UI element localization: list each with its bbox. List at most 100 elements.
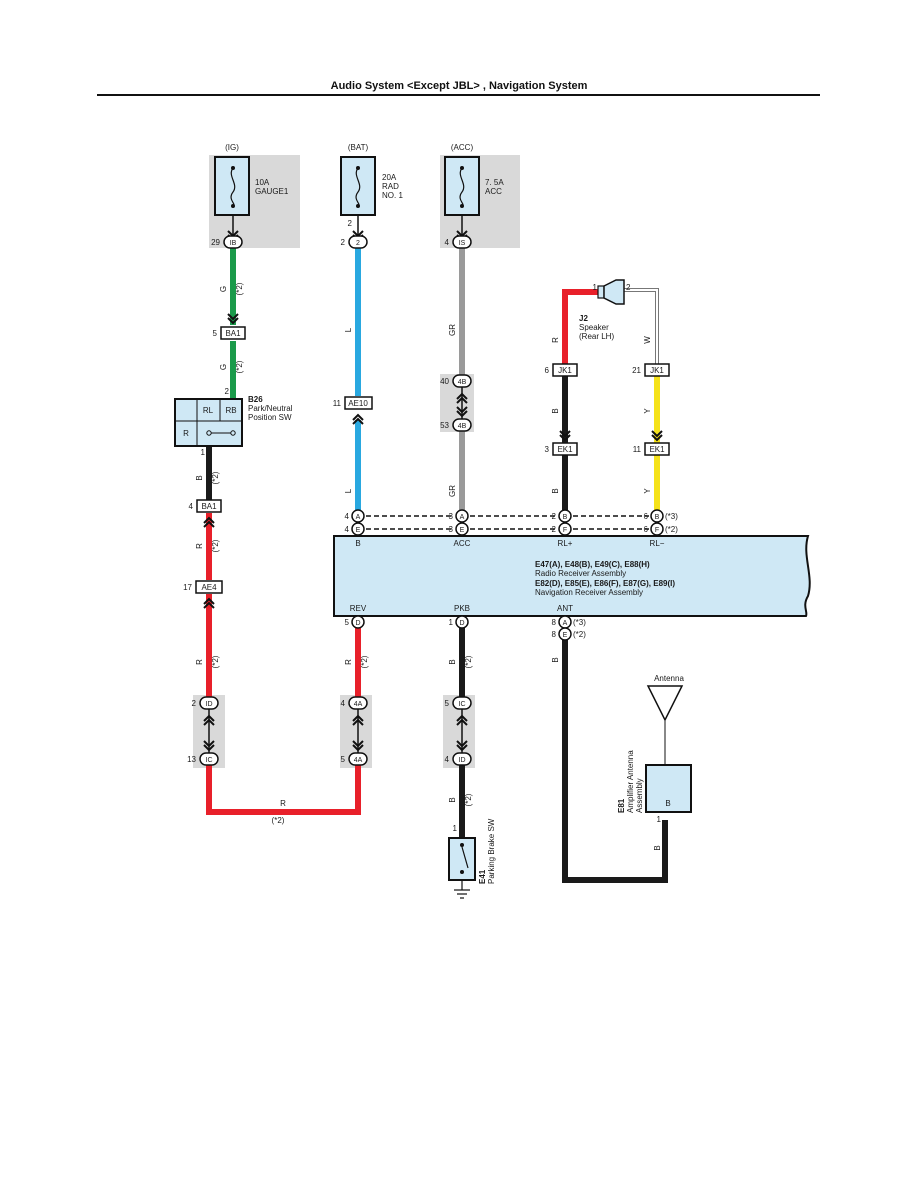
fuse-ig-name: GAUGE1: [255, 187, 289, 196]
svg-text:6: 6: [644, 512, 649, 521]
wire-note-r2: (*2): [211, 655, 220, 668]
svg-text:PKB: PKB: [454, 604, 470, 613]
wire-label-w: W: [643, 336, 652, 344]
wire-label-r1: R: [195, 543, 204, 549]
svg-text:Navigation Receiver Assembly: Navigation Receiver Assembly: [535, 588, 643, 597]
svg-text:4B: 4B: [458, 379, 467, 386]
source-bat: (BAT): [348, 143, 369, 152]
svg-text:1: 1: [657, 815, 662, 824]
svg-text:Antenna: Antenna: [654, 674, 684, 683]
svg-text:D: D: [355, 620, 360, 627]
svg-text:21: 21: [632, 366, 641, 375]
svg-text:2: 2: [225, 387, 230, 396]
wire-label-b2: B: [448, 797, 457, 802]
wire-label-y1: Y: [643, 408, 652, 414]
svg-text:4: 4: [445, 755, 450, 764]
svg-text:ID: ID: [206, 701, 213, 708]
page-title: Audio System <Except JBL> , Navigation S…: [330, 80, 588, 92]
conn-bat-pin: 2: [341, 238, 346, 247]
svg-text:4: 4: [345, 512, 350, 521]
svg-text:(*3): (*3): [573, 618, 586, 627]
source-ig: (IG): [225, 143, 239, 152]
terminal-rl-minus: B F 6 6 (*3) (*2): [644, 509, 678, 536]
wire-label-r5: R: [551, 337, 560, 343]
conn-ek1-y: EK1 11: [633, 430, 670, 456]
svg-text:E: E: [460, 527, 465, 534]
svg-text:40: 40: [440, 377, 449, 386]
fuse-acc-rating: 7. 5A: [485, 178, 504, 187]
svg-text:JK1: JK1: [650, 366, 664, 375]
fuse-bat-name: RAD: [382, 182, 399, 191]
svg-text:(Rear LH): (Rear LH): [579, 332, 614, 341]
svg-text:E47(A), E48(B), E49(C), E88(H): E47(A), E48(B), E49(C), E88(H): [535, 560, 650, 569]
wire-label-r2: R: [195, 659, 204, 665]
wire-note-r1: (*2): [211, 539, 220, 552]
svg-text:4A: 4A: [354, 701, 363, 708]
conn-is-pin: 4: [445, 238, 450, 247]
svg-text:5: 5: [213, 329, 218, 338]
svg-text:Position SW: Position SW: [248, 413, 292, 422]
b26-switch: RL RB R 2 1 B26 Park/Neutral Position SW: [174, 387, 293, 457]
wire-label-gr2: GR: [448, 485, 457, 497]
terminal-rl-plus: B F 2 2: [552, 509, 572, 536]
wire-label-l1: L: [344, 327, 353, 332]
svg-text:D: D: [459, 620, 464, 627]
dashed-connector-rows: [366, 515, 649, 530]
svg-text:Parking Brake SW: Parking Brake SW: [487, 818, 496, 884]
svg-text:E: E: [563, 632, 568, 639]
svg-text:E82(D), E85(E), E86(F), E87(G): E82(D), E85(E), E86(F), E87(G), E89(I): [535, 579, 675, 588]
svg-text:53: 53: [440, 421, 449, 430]
svg-text:B26: B26: [248, 395, 263, 404]
svg-text:R: R: [183, 429, 189, 438]
svg-text:(*3): (*3): [665, 512, 678, 521]
svg-text:3: 3: [449, 512, 454, 521]
wire-note-b2: (*2): [464, 793, 473, 806]
conn-bat: [348, 235, 368, 249]
fuse-bat: [340, 156, 376, 241]
svg-text:AE10: AE10: [348, 399, 368, 408]
fuse-ig-rating: 10A: [255, 178, 270, 187]
receiver-panel: B ACC RL+ RL− E47(A), E48(B), E49(C), E8…: [333, 535, 811, 617]
fuse-bat-pin-top: 2: [348, 219, 353, 228]
svg-text:RL: RL: [203, 406, 214, 415]
svg-text:Park/Neutral: Park/Neutral: [248, 404, 293, 413]
svg-text:2: 2: [192, 699, 197, 708]
wires: [206, 246, 668, 883]
svg-text:F: F: [563, 527, 567, 534]
source-acc: (ACC): [451, 143, 474, 152]
svg-text:1: 1: [593, 283, 598, 292]
svg-text:B: B: [355, 539, 360, 548]
svg-text:EK1: EK1: [557, 445, 573, 454]
svg-text:3: 3: [449, 525, 454, 534]
conn-4a-pair: 4A 4 4A 5: [341, 696, 368, 766]
wire-note-b26: (*2): [211, 471, 220, 484]
speaker-j2: 1 2 J2 Speaker (Rear LH): [579, 279, 631, 341]
fuse-acc: [444, 156, 480, 241]
fuse-acc-name: ACC: [485, 187, 502, 196]
svg-text:4: 4: [345, 525, 350, 534]
conn-ae10: AE10 11: [333, 396, 373, 425]
svg-text:6: 6: [644, 525, 649, 534]
wire-note-r4: (*2): [272, 816, 285, 825]
terminal-b: A E 4 4: [345, 509, 365, 536]
conn-is-label: IS: [459, 240, 466, 247]
svg-text:17: 17: [183, 583, 192, 592]
svg-text:RB: RB: [225, 406, 236, 415]
svg-text:BA1: BA1: [225, 329, 241, 338]
svg-text:Radio Receiver Assembly: Radio Receiver Assembly: [535, 569, 626, 578]
svg-text:A: A: [460, 514, 465, 521]
svg-text:IC: IC: [206, 757, 213, 764]
svg-text:IC: IC: [459, 701, 466, 708]
svg-text:5: 5: [345, 618, 350, 627]
svg-text:4: 4: [189, 502, 194, 511]
wire-label-g1: G: [219, 286, 228, 292]
svg-text:ID: ID: [459, 757, 466, 764]
wire-label-b5: B: [551, 657, 560, 662]
svg-text:A: A: [356, 514, 361, 521]
svg-text:EK1: EK1: [649, 445, 665, 454]
conn-ib-label: IB: [230, 240, 237, 247]
svg-text:(*2): (*2): [573, 630, 586, 639]
wire-label-r4: R: [280, 799, 286, 808]
svg-text:2: 2: [552, 512, 557, 521]
e81-amplifier-antenna: B 1 E81 Amplifier Antenna Assembly: [617, 750, 692, 824]
